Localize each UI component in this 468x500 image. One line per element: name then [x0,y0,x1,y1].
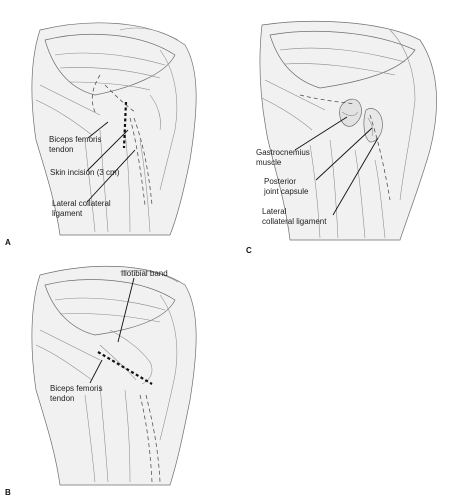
panel-b-iliotibial-label: Iliotibial band [121,269,168,278]
panel-a-letter: A [5,238,11,247]
panel-a-incision-label: Skin incision (3 cm) [50,168,120,177]
panel-c-gastrocnemius-label: Gastrocnemius muscle [256,148,310,167]
panel-a-lcl-label: Lateral collateral ligament [52,199,111,218]
panel-b-letter: B [5,488,11,497]
panel-c-lcl-label: Lateral collateral ligament [262,207,327,226]
panel-c-letter: C [246,246,252,255]
panel-a-biceps-label: Biceps femoris tendon [49,135,102,154]
panel-c-capsule-label: Posterior joint capsule [264,177,309,196]
panel-b-biceps-label: Biceps femoris tendon [50,384,103,403]
